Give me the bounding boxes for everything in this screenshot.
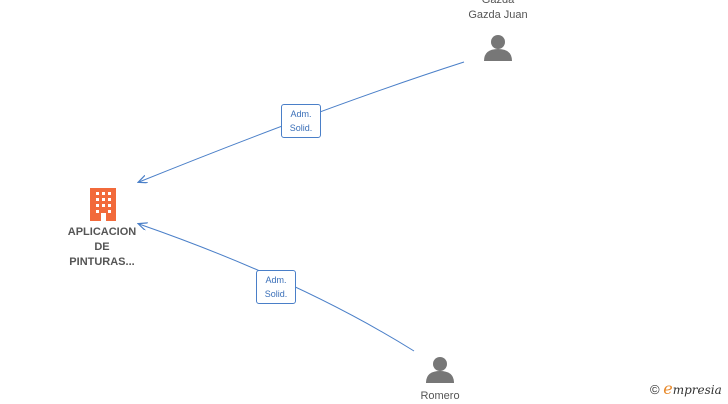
edge-role-line2: Solid. xyxy=(289,123,313,133)
company-name-line2: DE xyxy=(94,241,110,253)
person-label-romero[interactable]: Romero xyxy=(400,389,480,404)
person-name-line2: Gazda Juan xyxy=(468,9,528,21)
company-name-line1: APLICACION xyxy=(67,226,137,238)
copyright-symbol: © xyxy=(650,382,660,397)
edge-role-line1: Adm. xyxy=(265,275,287,285)
person-icon-romero[interactable] xyxy=(426,357,454,383)
person-name-line1: Gazda xyxy=(481,0,515,6)
company-name-line3: PINTURAS... xyxy=(69,256,135,268)
edge-role-line2: Solid. xyxy=(264,289,288,299)
building-icon[interactable] xyxy=(90,188,116,221)
edge-role-line1: Adm. xyxy=(290,109,312,119)
brand-logo: © empresia xyxy=(650,379,722,398)
person-name-line1: Romero xyxy=(420,390,460,402)
brand-name: mpresia xyxy=(672,383,722,397)
person-icon-gazda[interactable] xyxy=(484,35,512,61)
edge-label-gazda[interactable]: Adm. Solid. xyxy=(281,104,321,138)
company-label[interactable]: APLICACION DE PINTURAS... xyxy=(52,225,152,270)
edge-label-romero[interactable]: Adm. Solid. xyxy=(256,270,296,304)
person-label-gazda[interactable]: Gazda Gazda Juan xyxy=(446,0,550,23)
brand-initial: e xyxy=(663,379,673,398)
